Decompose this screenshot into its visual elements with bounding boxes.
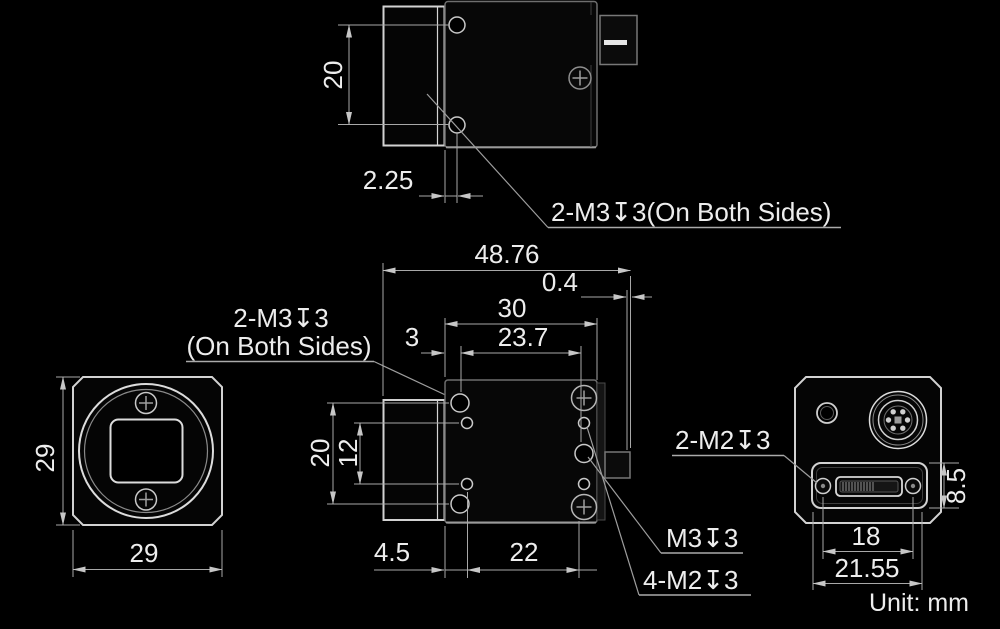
dim-top-hole-spacing: 20 xyxy=(318,24,449,125)
dim-value: 21.55 xyxy=(834,553,899,583)
dim-value: 4.5 xyxy=(374,537,410,567)
side-view: 2-M3↧3 (On Both Sides) xyxy=(186,239,751,596)
dim-value: 30 xyxy=(498,293,527,323)
dim-m2-vertical: 12 xyxy=(333,422,459,485)
dim-value: 3 xyxy=(405,322,419,352)
dim-value: 20 xyxy=(305,439,335,468)
rear-hole xyxy=(816,402,838,424)
dim-value: 48.76 xyxy=(474,239,539,269)
rear-cover-side xyxy=(596,382,606,521)
m3-hole-front-bottom xyxy=(450,494,470,514)
dim-value: 20 xyxy=(318,61,348,90)
label-text: 2-M2↧3 xyxy=(675,425,770,455)
label-connector-screws: 2-M2↧3 xyxy=(672,425,818,484)
dim-value: 22 xyxy=(510,537,539,567)
dim-front-to-m2: 4.5 xyxy=(374,492,468,578)
dim-body-length: 30 xyxy=(444,293,598,380)
dim-top-flange-to-hole: 2.25 xyxy=(363,133,483,203)
label-text: 2-M3↧3(On Both Sides) xyxy=(551,197,831,227)
dim-connector-height: 8.5 xyxy=(929,462,971,509)
front-view: 29 29 xyxy=(30,376,223,577)
leader-line xyxy=(426,93,549,228)
dim-value: 29 xyxy=(30,444,60,473)
circular-connector xyxy=(868,390,928,450)
m2-hole-front-bottom xyxy=(460,477,474,491)
sensor-window xyxy=(109,418,184,484)
label-m3-hole: M3↧3 xyxy=(587,456,743,554)
connector-center-pin xyxy=(894,416,902,424)
lens-ring-inner xyxy=(83,388,209,514)
dim-value: 18 xyxy=(852,521,881,551)
leader-line xyxy=(587,456,662,554)
m2-hole-front-top xyxy=(460,416,474,430)
m2-hole-rear-bottom xyxy=(577,477,591,491)
dim-front-to-m3: 3 xyxy=(405,322,445,356)
rear-view: 2-M2↧3 8.5 18 21.55 xyxy=(672,376,971,590)
unit-note: Unit: mm xyxy=(869,589,969,617)
label-text: 4-M2↧3 xyxy=(643,565,738,595)
dim-rear-offset: 0.4 xyxy=(542,267,652,450)
dim-value: 2.25 xyxy=(363,165,414,195)
m3-hole-top-1 xyxy=(448,16,466,34)
label-text: M3↧3 xyxy=(666,523,738,553)
dim-m3-span: 23.7 xyxy=(460,322,582,442)
label-top-side-holes: 2-M3↧3(On Both Sides) xyxy=(426,93,841,229)
leader-line xyxy=(783,455,818,484)
dim-value: 12 xyxy=(333,439,363,468)
label-text-line2: (On Both Sides) xyxy=(187,331,372,361)
lens-ring-outer xyxy=(78,383,214,519)
dim-value: 29 xyxy=(130,538,159,568)
dim-front-height: 29 xyxy=(30,376,80,526)
dim-value: 0.4 xyxy=(542,267,578,297)
m2-hole-rear-top xyxy=(577,416,591,430)
label-m2-holes: 4-M2↧3 xyxy=(586,426,751,596)
leader-line xyxy=(373,360,455,400)
io-connector-panel xyxy=(811,462,928,509)
dim-front-width: 29 xyxy=(72,530,223,577)
dim-screw-spacing: 18 xyxy=(822,497,914,559)
m3-hole-front-top xyxy=(450,393,470,413)
dim-overall-length: 48.76 xyxy=(382,239,631,448)
dim-m3-vertical: 20 xyxy=(305,402,449,505)
io-slot-pins xyxy=(842,482,874,491)
lens-mount-side xyxy=(382,399,446,521)
label-side-holes: 2-M3↧3 (On Both Sides) xyxy=(186,303,455,400)
usb-connector-side xyxy=(604,451,631,479)
dim-m2-span: 22 xyxy=(467,521,597,578)
dim-value: 23.7 xyxy=(498,322,549,352)
leader-line xyxy=(586,426,640,596)
dim-value: 8.5 xyxy=(941,468,971,504)
top-view: 20 2.25 2-M3↧3(On Both Sides) xyxy=(318,0,841,229)
dim-connector-width: 21.55 xyxy=(812,512,923,590)
m3-hole-top-2 xyxy=(448,116,466,134)
lens-mount-top xyxy=(382,5,446,147)
label-text-line1: 2-M3↧3 xyxy=(233,303,328,333)
